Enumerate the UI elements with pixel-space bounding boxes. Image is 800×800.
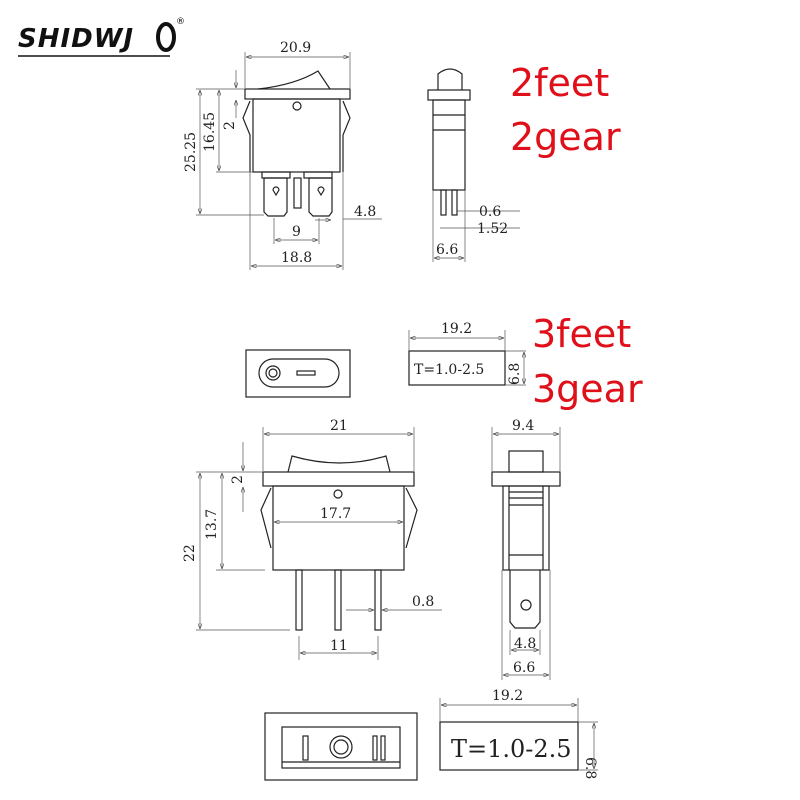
label-2feet: 2feet — [510, 61, 609, 105]
three-pin-panel-cutout-large: T=1.0-2.5 19.2 6.8 — [439, 688, 598, 779]
dim-front-width: 21 — [330, 418, 348, 434]
dim-total-height: 22 — [182, 544, 198, 562]
dim-cut-width-2: 19.2 — [492, 688, 523, 704]
three-pin-bottom-top-view — [264, 712, 418, 781]
panel-thickness-2: T=1.0-2.5 — [451, 735, 572, 763]
label-3gear: 3gear — [532, 367, 643, 411]
panel-thickness: T=1.0-2.5 — [414, 362, 484, 378]
dim-pin-spacing: 11 — [330, 638, 348, 654]
two-pin-side-view: 0.6 1.52 6.6 — [427, 68, 520, 262]
dim-side-body-width: 6.6 — [513, 660, 535, 676]
dim-front-width: 20.9 — [280, 40, 311, 56]
registered-mark: ® — [176, 17, 185, 27]
brand-logo: SHIDWJ ® — [18, 17, 185, 57]
dim-terminal-width: 4.8 — [514, 636, 536, 652]
dim-terminal-spacing: 9 — [292, 224, 301, 240]
dim-side-width: 6.6 — [436, 242, 458, 258]
label-3feet: 3feet — [532, 312, 631, 356]
dim-total-height: 25.25 — [183, 132, 199, 172]
logo-ring-icon — [156, 22, 176, 52]
dim-flange: 2 — [230, 475, 246, 484]
dim-side-thin: 0.6 — [479, 204, 501, 220]
three-pin-panel-cutout: T=1.0-2.5 19.2 6.8 — [408, 321, 526, 386]
three-pin-front-view: 21 22 13.7 2 17.7 0.8 11 — [182, 418, 442, 660]
dim-cut-height: 6.8 — [507, 363, 523, 385]
dim-side-pin: 1.52 — [477, 221, 508, 237]
label-2gear: 2gear — [510, 115, 621, 159]
dim-inner-width: 17.7 — [320, 506, 351, 522]
three-pin-side-view: 9.4 4.8 6.6 — [491, 418, 561, 680]
dim-body-height: 16.45 — [202, 112, 218, 152]
brand-name: SHIDWJ — [18, 24, 134, 54]
dim-side-width: 9.4 — [512, 418, 534, 434]
dim-pin-thickness: 0.8 — [412, 594, 434, 610]
two-pin-front-view: 20.9 25.25 16.45 2 4.8 9 18.8 — [183, 40, 382, 270]
dim-body-width: 18.8 — [281, 250, 312, 266]
dim-flange: 2 — [222, 121, 238, 130]
dim-terminal-width: 4.8 — [354, 204, 376, 220]
dim-cut-height-2: 6.8 — [582, 757, 598, 779]
dim-cut-width: 19.2 — [441, 321, 472, 337]
dim-body-height: 13.7 — [204, 509, 220, 540]
three-pin-top-view — [245, 349, 351, 398]
